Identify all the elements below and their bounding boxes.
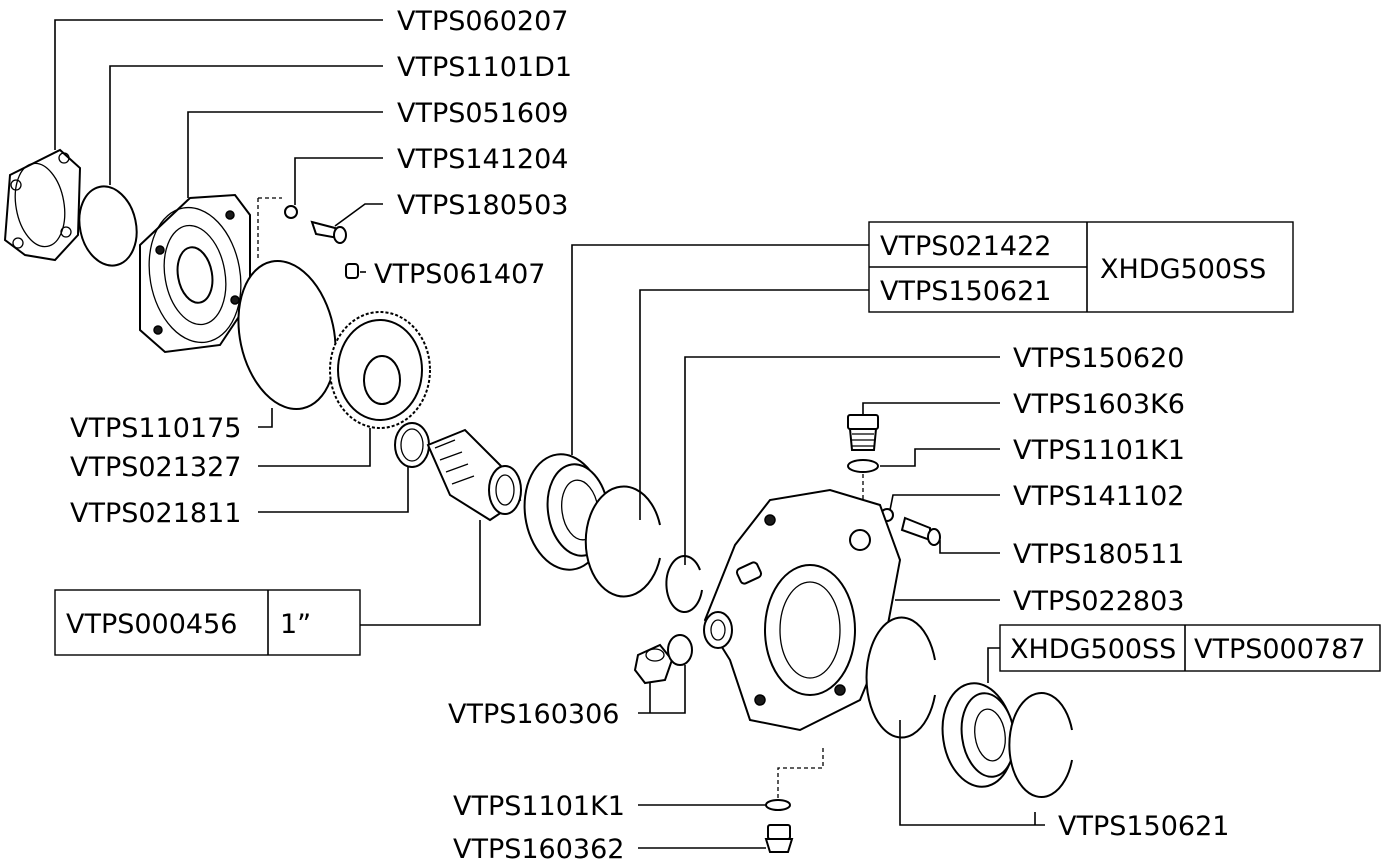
oring-drain-drawing (765, 799, 791, 811)
label-kit-right: XHDG500SS (1010, 634, 1176, 665)
label-breather: VTPS1603K6 (1013, 389, 1185, 420)
table-pinion (54, 589, 361, 656)
label-circlip-top: VTPS150621 (880, 276, 1051, 307)
oring-cover-drawing (78, 185, 138, 267)
label-bearing-top: VTPS021422 (880, 231, 1051, 262)
label-circlip-small: VTPS150620 (1013, 343, 1184, 374)
label-oring-large: VTPS110175 (70, 413, 241, 444)
screw-cover-drawing (310, 220, 347, 244)
label-pinion-size: 1” (280, 609, 311, 640)
breather-drawing (847, 414, 879, 451)
label-housing: VTPS022803 (1013, 586, 1184, 617)
seal-right-drawing (941, 682, 1016, 788)
gasket-drawing (3, 148, 82, 262)
label-oring-drain: VTPS1101K1 (453, 791, 625, 822)
circlip-small-drawing (665, 555, 703, 613)
label-oring-cover: VTPS1101D1 (397, 52, 572, 83)
circlip-bottom-left-drawing (865, 616, 936, 739)
oring-breather-drawing (847, 459, 879, 473)
oring-large-drawing (237, 259, 337, 411)
cover-drawing (139, 193, 251, 354)
label-gasket: VTPS060207 (397, 6, 568, 37)
label-washer-cover: VTPS141204 (397, 144, 568, 175)
label-kit-top: XHDG500SS (1100, 254, 1266, 285)
screw-housing-drawing (900, 516, 941, 546)
plug-small-drawing (345, 263, 359, 279)
label-screw-housing: VTPS180511 (1013, 539, 1184, 570)
label-plug-small: VTPS061407 (374, 259, 545, 290)
label-seal-right: VTPS000787 (1194, 634, 1365, 665)
label-washer-housing: VTPS141102 (1013, 481, 1184, 512)
washer-cover-drawing (284, 205, 298, 219)
label-plug-side: VTPS160306 (448, 699, 619, 730)
leader-lines (54, 19, 1045, 849)
label-cover: VTPS051609 (397, 98, 568, 129)
gear-drawing (329, 311, 431, 429)
table-kit-top (868, 221, 1294, 313)
circlip-top-drawing (584, 485, 661, 598)
label-bushing: VTPS021811 (70, 498, 241, 529)
table-kit-right (999, 624, 1381, 672)
plug-side-drawing (633, 643, 674, 685)
label-drain-plug: VTPS160362 (453, 834, 624, 865)
pinion-drawing (426, 428, 522, 522)
housing-drawing (703, 488, 902, 732)
circlip-bottom-right-drawing (1008, 692, 1073, 798)
label-pinion: VTPS000456 (66, 609, 237, 640)
label-oring-breather: VTPS1101K1 (1013, 435, 1185, 466)
label-screw-cover: VTPS180503 (397, 190, 568, 221)
label-circlip-bottom: VTPS150621 (1058, 811, 1229, 842)
label-gear: VTPS021327 (70, 452, 241, 483)
drain-plug-drawing (764, 824, 794, 853)
